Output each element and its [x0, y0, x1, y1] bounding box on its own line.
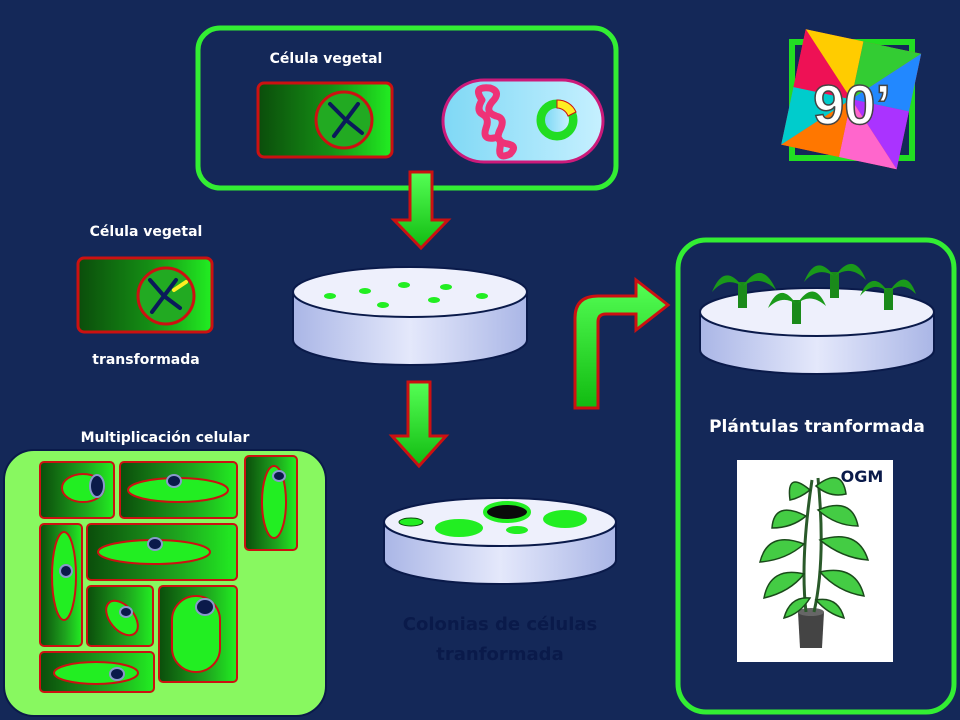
label-transformed: transformada [92, 352, 199, 368]
inserted-gene-icon [172, 280, 188, 292]
transformed-plant-cell [76, 256, 214, 334]
label-colonies-line2: tranformada [436, 644, 563, 665]
plantlet-icon-3 [804, 263, 866, 298]
multiplication-panel [3, 449, 327, 717]
label-colonies-line1: Colonias de células [403, 614, 597, 635]
dish-colonies-large [398, 501, 587, 537]
cell-3 [244, 455, 298, 551]
time-badge: 90’ [781, 29, 922, 170]
chromosome-icon [148, 278, 182, 314]
label-multiplication: Multiplicación celular [81, 430, 250, 446]
arrow-down-1 [390, 170, 452, 251]
chromosome-icon [328, 102, 364, 138]
cell-8 [39, 651, 155, 693]
cell-7 [158, 585, 238, 683]
label-cell-top: Célula vegetal [270, 51, 383, 67]
petri-dish-colonies [383, 497, 617, 585]
badge-text: 90’ [813, 73, 891, 136]
bacterial-dna-icon [474, 84, 517, 160]
arrow-down-2 [388, 380, 450, 469]
label-ogm: OGM [841, 467, 884, 486]
cell-2 [119, 461, 238, 519]
petri-dish-plantlets [699, 263, 935, 375]
cell-6 [86, 585, 154, 647]
plantlet-icon-2 [768, 291, 826, 324]
top-frame [195, 25, 619, 191]
plantlet-icon-4 [860, 279, 916, 310]
label-cell-mid: Célula vegetal [90, 224, 203, 240]
cell-4 [39, 523, 83, 647]
petri-dish-selection [292, 266, 528, 366]
plantlet-icon-1 [712, 272, 776, 308]
agrobacterium-cell [441, 78, 605, 164]
dish-colonies-small [324, 282, 488, 308]
plant-cell-top [256, 81, 394, 159]
arrow-up-right [573, 276, 671, 410]
label-plantlets: Plántulas tranformada [709, 417, 925, 437]
gmo-plant-image: OGM [737, 460, 893, 662]
cell-5 [86, 523, 238, 581]
right-frame [675, 237, 957, 715]
cell-1 [39, 461, 115, 519]
plant-icon [759, 477, 870, 648]
plasmid-insert-icon [556, 99, 577, 117]
